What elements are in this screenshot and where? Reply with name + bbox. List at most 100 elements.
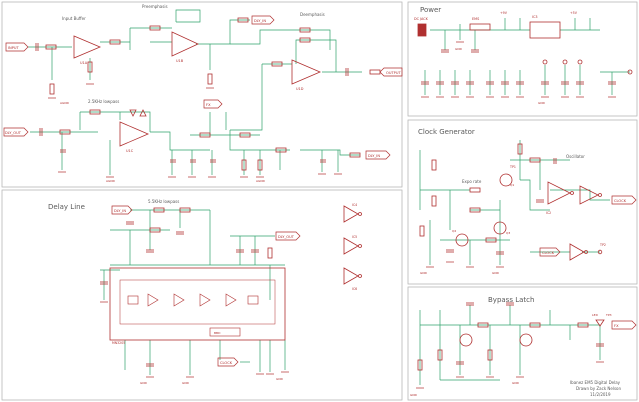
- regulator-ic: [529, 21, 561, 39]
- net-dly-out-2: DLY_OUT: [278, 235, 295, 239]
- spare-gates: [343, 205, 362, 285]
- net-dly-out: DLY_OUT: [5, 131, 22, 135]
- tp2-label: TP2: [599, 243, 606, 247]
- transistor-q1: [499, 173, 513, 187]
- power-parts: [417, 21, 633, 85]
- analog-flags: [3, 15, 403, 160]
- bypass-title: Bypass Latch: [488, 296, 534, 304]
- gnd-d2: GND: [182, 381, 190, 385]
- q1-label: Q1: [510, 183, 514, 187]
- net-fx: FX: [206, 103, 211, 107]
- tp3-label: TP3: [605, 313, 612, 317]
- analog-passives: [35, 17, 381, 171]
- flag-fx: [203, 99, 223, 109]
- frame-analog: [1, 1, 403, 188]
- resistor-r5: [271, 61, 283, 67]
- dc-jack: [417, 23, 427, 37]
- regulator-label: IC3: [532, 15, 538, 19]
- dc-jack-label: DC JACK: [414, 17, 429, 21]
- clock-parts: [419, 143, 603, 261]
- bbd-stages: [127, 293, 259, 337]
- title-line-2: Drawn by Zack Nelson: [576, 386, 622, 391]
- bypass-parts: [417, 302, 605, 371]
- bypass-flags: [611, 320, 637, 330]
- delay-passives: [100, 207, 273, 367]
- delay-title: Delay Line: [48, 203, 85, 211]
- analog-grounds: [48, 83, 342, 178]
- gnd-p1: GND: [455, 47, 463, 51]
- clock-title: Clock Generator: [418, 128, 475, 136]
- ic2-label: IC2: [546, 211, 551, 215]
- note-filter-5: 5.5KHz lowpass: [148, 199, 179, 204]
- power-wires: [424, 18, 630, 95]
- note-deemphasis: Deemphasis: [300, 12, 325, 17]
- note-oscillator: Oscillator: [566, 154, 585, 159]
- delay-wires: [100, 209, 286, 375]
- analog-wires: [28, 9, 362, 175]
- gate-ic4c-label: IC6: [352, 287, 357, 291]
- flag-dly-in: [251, 15, 275, 25]
- bbd-ic-label: MN3205: [112, 341, 125, 345]
- u1d-label: U1D: [296, 87, 304, 91]
- net-clock-out: CLOCK: [614, 199, 627, 203]
- bypass-led: [595, 319, 605, 327]
- gnd-b1: GND: [410, 393, 418, 397]
- flag-dly-out: [3, 127, 29, 137]
- gate-ic2a: [547, 181, 571, 205]
- gnd-c2: GND: [492, 271, 500, 275]
- frame-clock: [407, 119, 638, 285]
- flag-dly-out-2: [275, 231, 301, 241]
- power-title: Power: [420, 6, 441, 14]
- gnd-d1: GND: [140, 381, 148, 385]
- analog-opamps: [73, 31, 322, 147]
- net-dly-in-3: DLY_IN: [114, 209, 126, 213]
- note-preemphasis: Preemphasis: [142, 4, 168, 9]
- flag-fx-out: [611, 320, 637, 330]
- gnd-p2: GND: [538, 101, 546, 105]
- frame-power: [407, 1, 638, 117]
- diode-d1: [129, 109, 137, 117]
- transistor-q2: [455, 233, 469, 247]
- bypass-q2: [519, 333, 533, 347]
- flag-clock-in: [539, 247, 561, 257]
- delay-grounds: [100, 301, 289, 378]
- note-expo: Expo rate: [462, 179, 482, 184]
- flag-dly-in-3: [111, 205, 133, 215]
- u1c-label: U1C: [126, 149, 134, 153]
- resistor-r3: [149, 25, 161, 31]
- q3-label: Q3: [506, 231, 510, 235]
- net-clock-in: CLOCK: [542, 251, 555, 255]
- agnd-2: AGND: [106, 179, 116, 183]
- flag-clock: [217, 357, 239, 367]
- agnd-1: AGND: [60, 101, 70, 105]
- opamp-u1a: [73, 35, 102, 59]
- resistor-r2: [109, 39, 121, 45]
- ems-label: EMS: [472, 17, 479, 21]
- tp1-label: TP1: [509, 165, 516, 169]
- title-line-3: 11/2/2019: [590, 392, 611, 397]
- title-line-1: Ibanez EM5 Digital Delay: [570, 380, 621, 385]
- net-output: OUTPUT: [386, 71, 401, 75]
- clock-wires: [419, 140, 610, 265]
- gnd-c1: GND: [420, 271, 428, 275]
- resistor-r1: [45, 44, 57, 50]
- flag-dly-in-2: [365, 150, 391, 160]
- note-input-buffer: Input Buffer: [62, 16, 86, 21]
- net-input: INPUT: [8, 46, 20, 50]
- v9-label-1: +9V: [500, 11, 508, 15]
- gnd-d3: GND: [276, 377, 284, 381]
- net-dly-in: DLY_IN: [254, 19, 266, 23]
- clock-grounds: [426, 261, 504, 268]
- u1a-label: U1A: [80, 61, 88, 65]
- gate-ic4a-label: IC4: [352, 203, 357, 207]
- agnd-3: AGND: [256, 179, 266, 183]
- opamp-u1c: [119, 121, 150, 147]
- delay-flags: [111, 205, 301, 367]
- u1b-label: U1B: [176, 59, 184, 63]
- opamp-u1d: [291, 59, 322, 85]
- net-clock: CLOCK: [220, 361, 233, 365]
- q2-label: Q2: [452, 229, 456, 233]
- flag-input: [5, 42, 29, 52]
- resistor-r4: [237, 17, 249, 23]
